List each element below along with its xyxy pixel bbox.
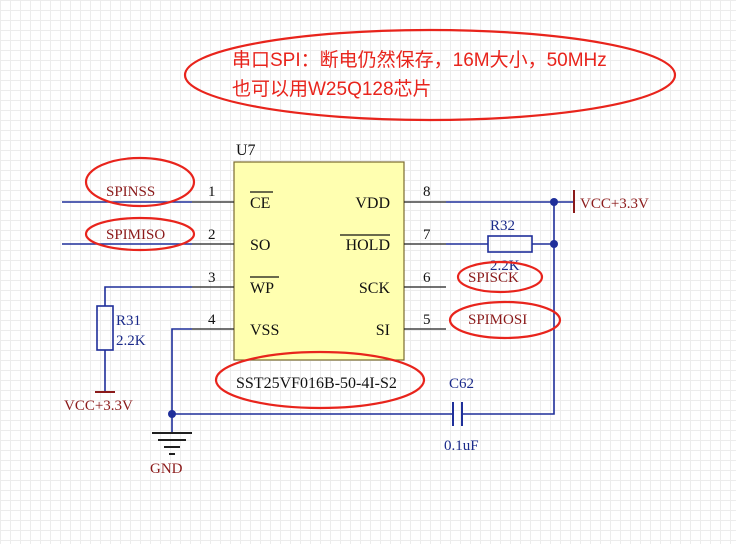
pin-8-name: VDD [355, 195, 390, 212]
pin-2-name: SO [250, 237, 270, 254]
pin-4-name: VSS [250, 322, 279, 339]
pin-6-name: SCK [359, 280, 391, 297]
spimiso-label: SPIMISO [106, 227, 165, 243]
chip-part-number: SST25VF016B-50-4I-S2 [236, 375, 397, 392]
chip-designator: U7 [236, 142, 256, 159]
pin-1-name: CE [250, 195, 270, 212]
spimiso-circle [84, 216, 196, 252]
vcc-right-label: VCC+3.3V [580, 196, 649, 212]
spinss-circle [84, 156, 196, 208]
spinss-label: SPINSS [106, 184, 155, 200]
chip-body[interactable] [233, 161, 405, 361]
r32-ref: R32 [490, 218, 515, 234]
pin-5-name: SI [376, 322, 390, 339]
spimosi-circle [448, 300, 562, 340]
note-line-1: 串口SPI：断电仍然保存，16M大小，50MHz [232, 49, 607, 71]
note-line-2: 也可以用W25Q128芯片 [232, 78, 432, 100]
spisck-circle [456, 260, 544, 294]
note-ellipse [183, 28, 677, 122]
r31-ref: R31 [116, 313, 141, 329]
vdd-junction [550, 198, 558, 206]
pin-2-number: 2 [208, 227, 216, 243]
vss-wire[interactable] [171, 328, 192, 415]
c62-value: 0.1uF [444, 438, 479, 454]
pin-7-name: HOLD [346, 237, 390, 254]
pin-6-number: 6 [423, 270, 431, 286]
spisck-label: SPISCK [468, 270, 519, 286]
hold-junction [550, 240, 558, 248]
pin-5-number: 5 [423, 312, 431, 328]
pin-1-number: 1 [208, 184, 216, 200]
c62-ref: C62 [449, 376, 474, 392]
gnd-label: GND [150, 461, 183, 477]
wp-wire[interactable] [104, 286, 192, 306]
pin-7-number: 7 [423, 227, 431, 243]
pin-3-number: 3 [208, 270, 216, 286]
spimosi-label: SPIMOSI [468, 312, 527, 328]
r31-value: 2.2K [116, 333, 146, 349]
vcc-left-label: VCC+3.3V [64, 398, 133, 414]
r31-resistor[interactable] [96, 305, 114, 351]
vcc-return-wire[interactable] [462, 202, 555, 415]
pin-8-number: 8 [423, 184, 431, 200]
r32-resistor[interactable] [487, 235, 533, 253]
pin-4-number: 4 [208, 312, 216, 328]
pin-3-name: WP [250, 280, 274, 297]
part-number-circle [214, 350, 426, 410]
